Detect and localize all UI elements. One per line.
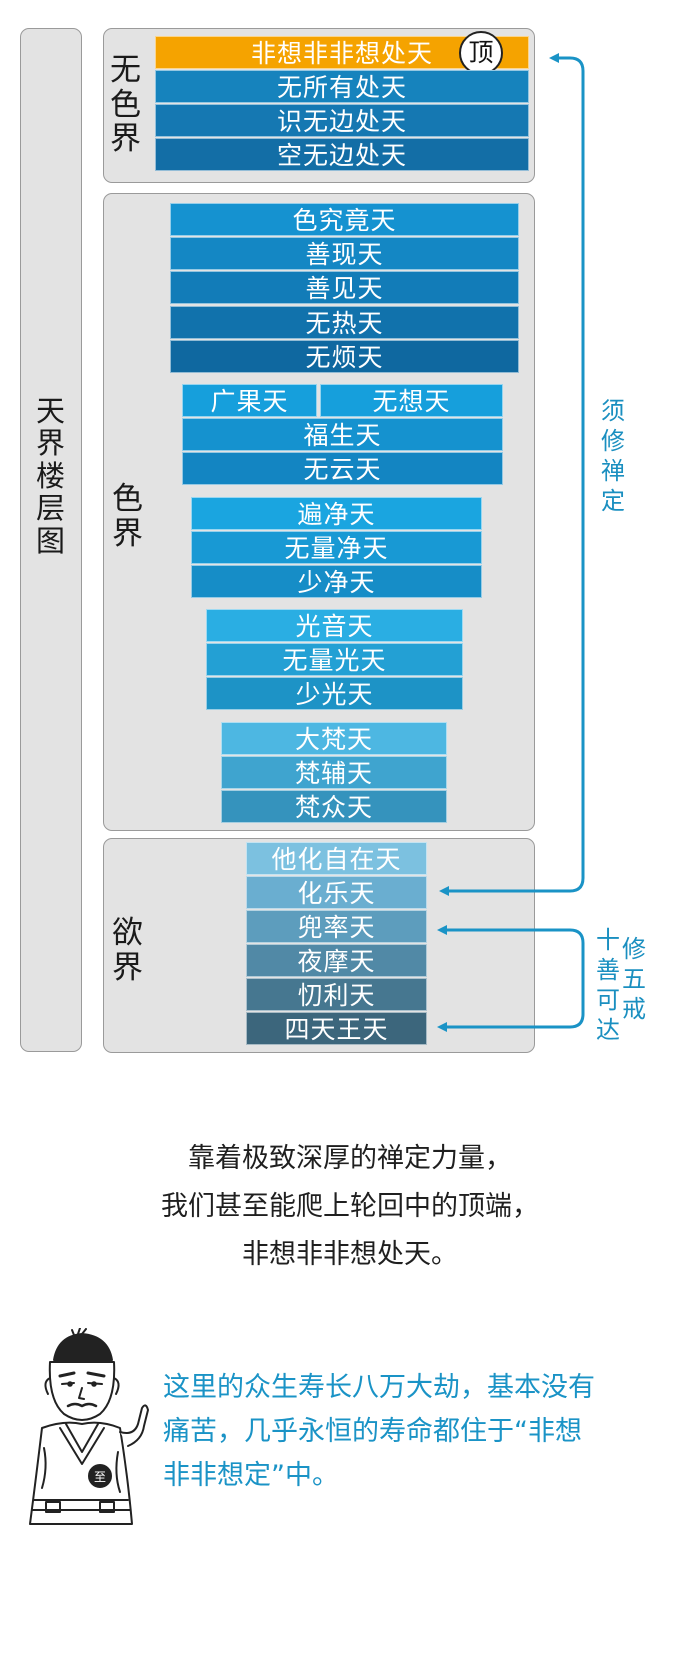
heaven-bar: 少光天 <box>206 677 463 710</box>
heaven-bar: 无热天 <box>170 306 519 339</box>
arrow-head-doushuai <box>437 925 447 935</box>
arrow-head-sitianwang <box>437 1022 447 1032</box>
heaven-bar: 光音天 <box>206 609 463 642</box>
arrow-head-top <box>549 53 559 63</box>
five-precepts-annotation: 修 五 戒 <box>622 935 646 1023</box>
quote-line: 这里的众生寿长八万大劫，基本没有 <box>163 1372 595 1403</box>
quote-line: 痛苦，几乎永恒的寿命都住于“非想 <box>163 1416 582 1447</box>
connector-arrows <box>437 53 585 1032</box>
heaven-bar: 善现天 <box>170 237 519 270</box>
top-badge: 顶 <box>459 31 503 75</box>
heaven-bar: 无烦天 <box>170 340 519 373</box>
form-realm-label: 色 界 <box>112 481 143 552</box>
heaven-bar: 广果天 <box>182 384 317 417</box>
heaven-bar: 无量光天 <box>206 643 463 676</box>
heaven-bar: 四天王天 <box>246 1012 427 1045</box>
heaven-bar: 善见天 <box>170 271 519 304</box>
heaven-bar: 色究竟天 <box>170 203 519 236</box>
heaven-bar: 梵众天 <box>221 790 447 823</box>
caption-line: 我们甚至能爬上轮回中的顶端， <box>161 1191 539 1222</box>
heaven-bar: 福生天 <box>182 418 503 451</box>
heaven-bar: 忉利天 <box>246 978 427 1011</box>
arrow-head-leyue <box>439 886 449 896</box>
quote-text: 这里的众生寿长八万大劫，基本没有 痛苦，几乎永恒的寿命都住于“非想 非非想定”中… <box>163 1366 693 1498</box>
heaven-bar: 识无边处天 <box>155 104 529 137</box>
monk-illustration: 至 <box>29 1328 149 1525</box>
meditation-bracket <box>445 56 585 893</box>
heaven-bar: 大梵天 <box>221 722 447 755</box>
heaven-bar: 梵辅天 <box>221 756 447 789</box>
precepts-bracket <box>443 928 585 1029</box>
heaven-bar: 他化自在天 <box>246 842 427 875</box>
ten-good-annotation: 十 善 可 达 <box>596 926 620 1044</box>
heaven-bar: 无想天 <box>320 384 503 417</box>
diagram-title: 天 界 楼 层 图 <box>35 394 65 558</box>
desire-realm-label: 欲 界 <box>112 915 143 986</box>
heaven-bar: 兜率天 <box>246 910 427 943</box>
caption-line: 靠着极致深厚的禅定力量， <box>188 1143 512 1174</box>
heaven-bar: 遍净天 <box>191 497 482 530</box>
caption-line: 非想非非想处天。 <box>242 1239 458 1270</box>
title-column: 天 界 楼 层 图 <box>20 28 82 1052</box>
heaven-bar: 无所有处天 <box>155 70 529 103</box>
heaven-bar: 少净天 <box>191 565 482 598</box>
heaven-bar: 夜摩天 <box>246 944 427 977</box>
quote-line: 非非想定”中。 <box>163 1460 339 1491</box>
caption: 靠着极致深厚的禅定力量， 我们甚至能爬上轮回中的顶端， 非想非非想处天。 <box>0 1135 700 1279</box>
heaven-bar: 无云天 <box>182 452 503 485</box>
meditation-annotation: 须 修 禅 定 <box>601 397 625 515</box>
heaven-bar: 化乐天 <box>246 876 427 909</box>
formless-realm-label: 无 色 界 <box>110 52 141 158</box>
svg-text:至: 至 <box>94 1470 106 1484</box>
heaven-bar: 空无边处天 <box>155 138 529 171</box>
heaven-bar: 无量净天 <box>191 531 482 564</box>
